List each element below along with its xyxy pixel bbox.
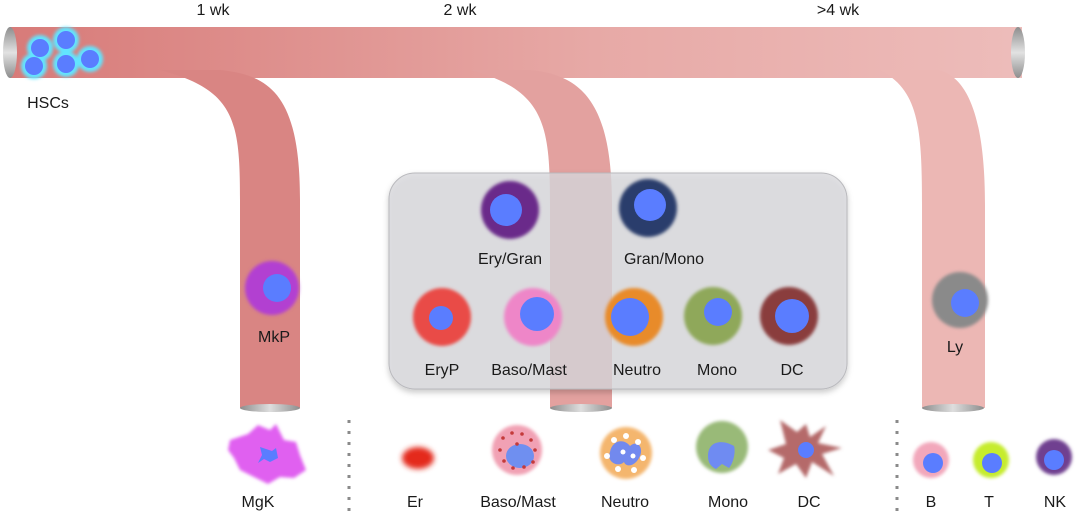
cell-b — [913, 442, 949, 478]
cell-er — [402, 447, 434, 469]
time-label-4wk: >4 wk — [817, 2, 860, 19]
label-dc: DC — [797, 494, 820, 511]
label-baso-mast-progenitor: Baso/Mast — [491, 362, 567, 379]
cell-ery-gran — [481, 181, 539, 239]
label-neutro: Neutro — [601, 494, 649, 511]
label-mono-progenitor: Mono — [697, 362, 737, 379]
cell-nk — [1036, 439, 1072, 475]
cell-dc-progenitor — [760, 287, 818, 345]
branch-1wk — [160, 70, 300, 412]
cell-mkp — [245, 261, 299, 315]
cell-eryp — [413, 288, 471, 346]
cell-dc — [768, 420, 842, 478]
cell-t — [973, 442, 1009, 478]
label-er: Er — [407, 494, 424, 511]
label-gran-mono: Gran/Mono — [624, 251, 704, 268]
cell-baso-mast — [492, 425, 542, 475]
label-baso-mast: Baso/Mast — [480, 494, 556, 511]
label-nk: NK — [1044, 494, 1067, 511]
time-label-2wk: 2 wk — [444, 2, 478, 19]
cell-mgk — [228, 424, 306, 484]
label-mkp: MkP — [258, 329, 290, 346]
label-t: T — [984, 494, 994, 511]
cell-baso-mast-progenitor — [504, 288, 562, 346]
label-mono: Mono — [708, 494, 748, 511]
cell-gran-mono — [619, 179, 677, 237]
time-label-1wk: 1 wk — [197, 2, 231, 19]
label-hscs: HSCs — [27, 95, 69, 112]
label-ery-gran: Ery/Gran — [478, 251, 542, 268]
cell-neutro-progenitor — [605, 288, 663, 346]
label-b: B — [926, 494, 937, 511]
myeloid-progenitor-box — [389, 173, 847, 389]
label-mgk: MgK — [242, 494, 275, 511]
label-ly: Ly — [947, 339, 963, 356]
cell-mono — [696, 421, 748, 473]
label-dc-progenitor: DC — [780, 362, 803, 379]
label-eryp: EryP — [425, 362, 460, 379]
cell-mono-progenitor — [684, 287, 742, 345]
cell-neutro — [600, 427, 652, 479]
branch-4wk — [880, 70, 985, 412]
label-neutro-progenitor: Neutro — [613, 362, 661, 379]
cell-ly — [932, 272, 988, 328]
